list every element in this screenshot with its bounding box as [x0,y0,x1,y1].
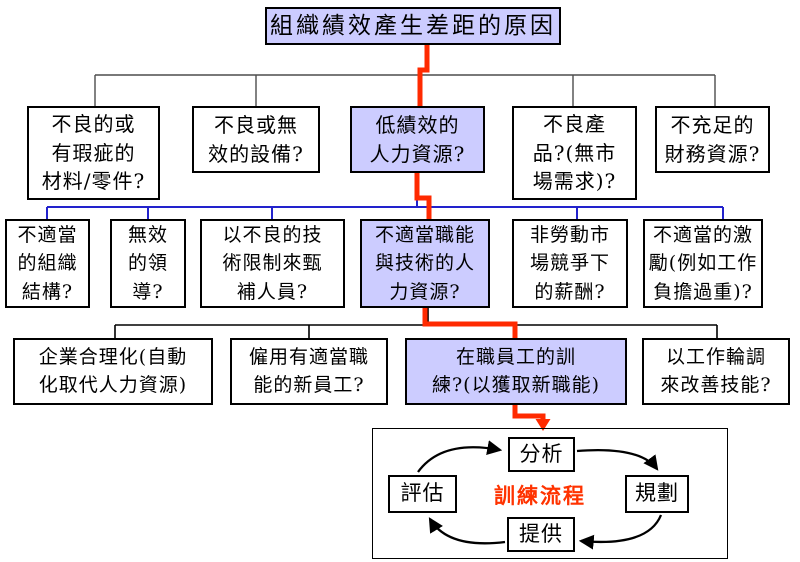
box-job-rotation: 以工作輪調 來改善技能? [642,338,790,405]
box-insufficient-finance: 不充足的 財務資源? [655,106,770,173]
box-poor-recruitment-technique: 以不良的技 術限制來甄 補人員? [200,219,345,308]
box-on-job-training: 在職員工的訓 練?(以獲取新職能) [405,338,627,405]
cycle-step-evaluation: 評估 [388,475,457,513]
box-inappropriate-incentives: 不適當的激 勵(例如工作 負擔過重)? [643,219,763,308]
box-ineffective-leadership: 無效 的領 導? [110,219,186,308]
box-low-performance-hr: 低績效的 人力資源? [350,106,485,173]
red-highlight-path [414,45,546,421]
tree-level3-to-level4 [114,308,718,338]
cycle-step-delivery: 提供 [507,517,575,552]
box-ineffective-equipment: 不良或無 效的設備? [192,106,320,173]
arrow-evaluation-to-analysis [417,440,503,473]
box-rationalization-automation: 企業合理化(自動 化取代人力資源) [13,338,213,405]
training-cycle-box [372,428,728,559]
arrow-planning-to-delivery [578,514,663,550]
box-hr-lacking-competency: 不適當職能 與技術的人 力資源? [360,219,490,308]
box-hire-competent-staff: 僱用有適當職 能的新員工? [230,338,388,405]
cycle-center-label: 訓練流程 [494,483,586,508]
box-defective-materials: 不良的或 有瑕疵的 材料/零件? [27,106,160,200]
arrow-analysis-to-planning [576,448,659,471]
red-arrowhead [535,419,551,431]
box-performance-gap-causes: 組織績效產生差距的原因 [265,7,561,45]
box-poor-products: 不良產 品?(無市 場需求)? [512,106,637,200]
cycle-step-planning: 規劃 [625,475,689,513]
box-noncompetitive-pay: 非勞動市 場競爭下 的薪酬? [512,219,628,308]
box-inappropriate-structure: 不適當 的組織 結構? [5,219,90,308]
arrow-delivery-to-evaluation [428,517,506,545]
tree-level1-to-level2 [94,74,716,106]
cycle-step-analysis: 分析 [508,437,575,472]
